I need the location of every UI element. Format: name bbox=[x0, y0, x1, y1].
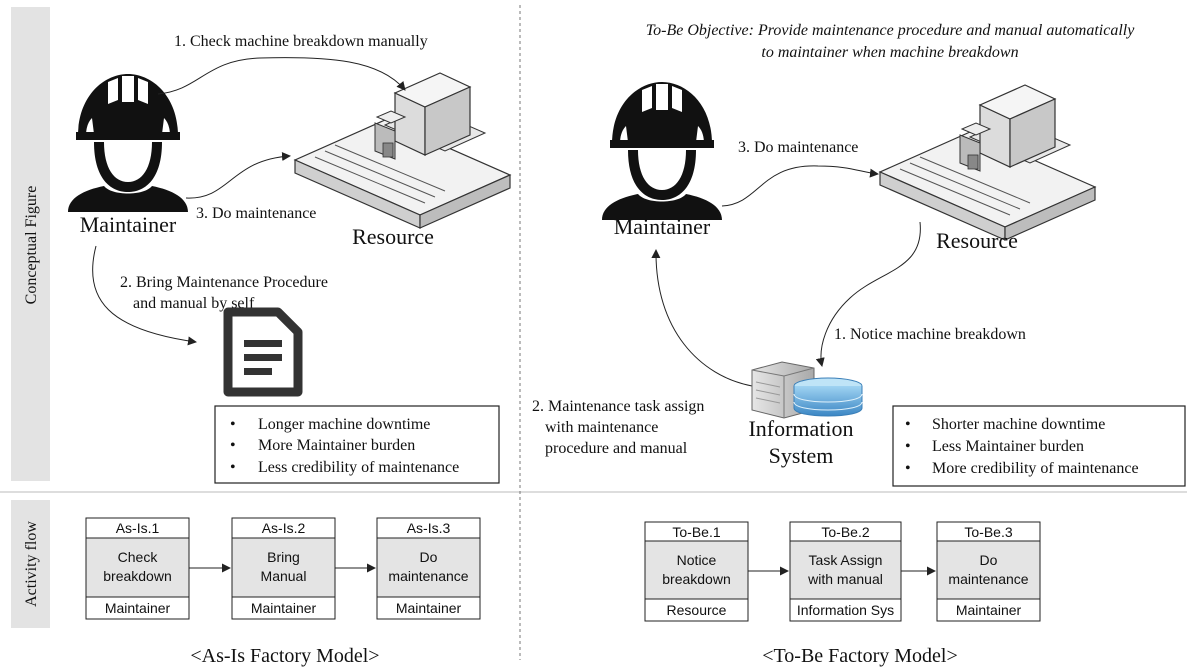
flow-header: As-Is.1 bbox=[116, 520, 160, 536]
to-be-step2-arrow bbox=[651, 249, 753, 387]
as-is-flow: As-Is.1 Check breakdown Maintainer As-Is… bbox=[85, 517, 481, 620]
svg-text:•: • bbox=[905, 416, 911, 433]
conceptual-side-bar bbox=[11, 7, 50, 481]
as-is-step2-label-1: 2. Bring Maintenance Procedure bbox=[120, 274, 328, 291]
flow-header: To-Be.3 bbox=[964, 524, 1012, 540]
conceptual-figure-label: Conceptual Figure bbox=[23, 186, 40, 305]
to-be-objective-line2: to maintainer when machine breakdown bbox=[761, 44, 1018, 61]
maintainer-icon bbox=[68, 74, 188, 212]
flow-box-to-be-3: To-Be.3 Do maintenance Maintainer bbox=[936, 521, 1041, 622]
as-is-step1-label: 1. Check machine breakdown manually bbox=[174, 33, 428, 50]
flow-body: breakdown bbox=[662, 571, 731, 587]
as-is-caption: <As-Is Factory Model> bbox=[190, 645, 379, 667]
flow-box-to-be-2: To-Be.2 Task Assign with manual Informat… bbox=[789, 521, 902, 622]
as-is-step2-label-2: and manual by self bbox=[133, 295, 255, 312]
flow-actor: Maintainer bbox=[956, 602, 1022, 618]
flow-header: To-Be.2 bbox=[821, 524, 869, 540]
server-database-icon bbox=[751, 361, 863, 419]
to-be-step1-arrow bbox=[815, 221, 921, 367]
flow-box-as-is-3: As-Is.3 Do maintenance Maintainer bbox=[376, 517, 481, 620]
flow-body: maintenance bbox=[388, 568, 468, 584]
svg-text:•: • bbox=[230, 459, 236, 476]
flow-body: Bring bbox=[267, 549, 300, 565]
to-be-effects-box: • Shorter machine downtime • Less Mainta… bbox=[892, 405, 1186, 487]
to-be-step2-label-1: 2. Maintenance task assign bbox=[532, 398, 704, 415]
as-is-effects-box: • Longer machine downtime • More Maintai… bbox=[214, 405, 500, 484]
flow-body: Task Assign bbox=[809, 552, 883, 568]
as-is-bullet: Less credibility of maintenance bbox=[258, 459, 459, 476]
maintainer-icon bbox=[602, 82, 722, 220]
svg-text:•: • bbox=[230, 437, 236, 454]
flow-body: with manual bbox=[807, 571, 883, 587]
as-is-step3-label: 3. Do maintenance bbox=[196, 205, 316, 222]
machine-icon bbox=[878, 84, 1097, 241]
as-is-bullet: More Maintainer burden bbox=[258, 437, 415, 454]
to-be-caption: <To-Be Factory Model> bbox=[762, 645, 958, 667]
as-is-step2-arrow bbox=[92, 245, 197, 346]
to-be-maintainer-label: Maintainer bbox=[614, 214, 711, 239]
svg-text:•: • bbox=[230, 416, 236, 433]
as-is-resource-label: Resource bbox=[352, 224, 434, 249]
flow-box-to-be-1: To-Be.1 Notice breakdown Resource bbox=[644, 521, 749, 622]
flow-header: To-Be.1 bbox=[672, 524, 720, 540]
document-icon bbox=[223, 307, 303, 397]
as-is-bullet: Longer machine downtime bbox=[258, 416, 430, 433]
flow-actor: Maintainer bbox=[105, 600, 171, 616]
flow-body: Notice bbox=[677, 552, 717, 568]
as-is-step3-arrow bbox=[185, 152, 291, 199]
flow-actor: Maintainer bbox=[251, 600, 317, 616]
flow-body: breakdown bbox=[103, 568, 172, 584]
to-be-bullet: Shorter machine downtime bbox=[932, 416, 1105, 433]
as-is-step1-arrow bbox=[157, 57, 406, 95]
flow-header: As-Is.2 bbox=[262, 520, 306, 536]
flow-actor: Maintainer bbox=[396, 600, 462, 616]
activity-flow-label: Activity flow bbox=[23, 521, 40, 607]
flow-body: Do bbox=[420, 549, 438, 565]
flow-body: maintenance bbox=[948, 571, 1028, 587]
to-be-step3-label: 3. Do maintenance bbox=[738, 139, 858, 156]
flow-body: Check bbox=[118, 549, 159, 565]
to-be-resource-label: Resource bbox=[936, 228, 1018, 253]
to-be-step2-label-3: procedure and manual bbox=[545, 440, 688, 457]
to-be-bullet: More credibility of maintenance bbox=[932, 460, 1139, 477]
to-be-step2-label-2: with maintenance bbox=[545, 419, 658, 436]
flow-actor: Information Sys bbox=[797, 602, 894, 618]
flow-body: Do bbox=[980, 552, 998, 568]
flow-body: Manual bbox=[261, 568, 307, 584]
information-system-label-1: Information bbox=[748, 416, 853, 441]
svg-text:•: • bbox=[905, 438, 911, 455]
to-be-objective-line1: To-Be Objective: Provide maintenance pro… bbox=[646, 22, 1136, 39]
flow-box-as-is-2: As-Is.2 Bring Manual Maintainer bbox=[231, 517, 336, 620]
activity-side-bar bbox=[11, 500, 50, 628]
to-be-bullet: Less Maintainer burden bbox=[932, 438, 1084, 455]
flow-box-as-is-1: As-Is.1 Check breakdown Maintainer bbox=[85, 517, 190, 620]
to-be-step3-arrow bbox=[721, 165, 879, 207]
to-be-step1-label: 1. Notice machine breakdown bbox=[834, 326, 1026, 343]
to-be-flow: To-Be.1 Notice breakdown Resource To-Be.… bbox=[644, 521, 1041, 622]
as-is-maintainer-label: Maintainer bbox=[80, 212, 177, 237]
machine-icon bbox=[293, 72, 512, 229]
information-system-label-2: System bbox=[769, 443, 834, 468]
svg-text:•: • bbox=[905, 460, 911, 477]
flow-actor: Resource bbox=[667, 602, 727, 618]
flow-header: As-Is.3 bbox=[407, 520, 451, 536]
